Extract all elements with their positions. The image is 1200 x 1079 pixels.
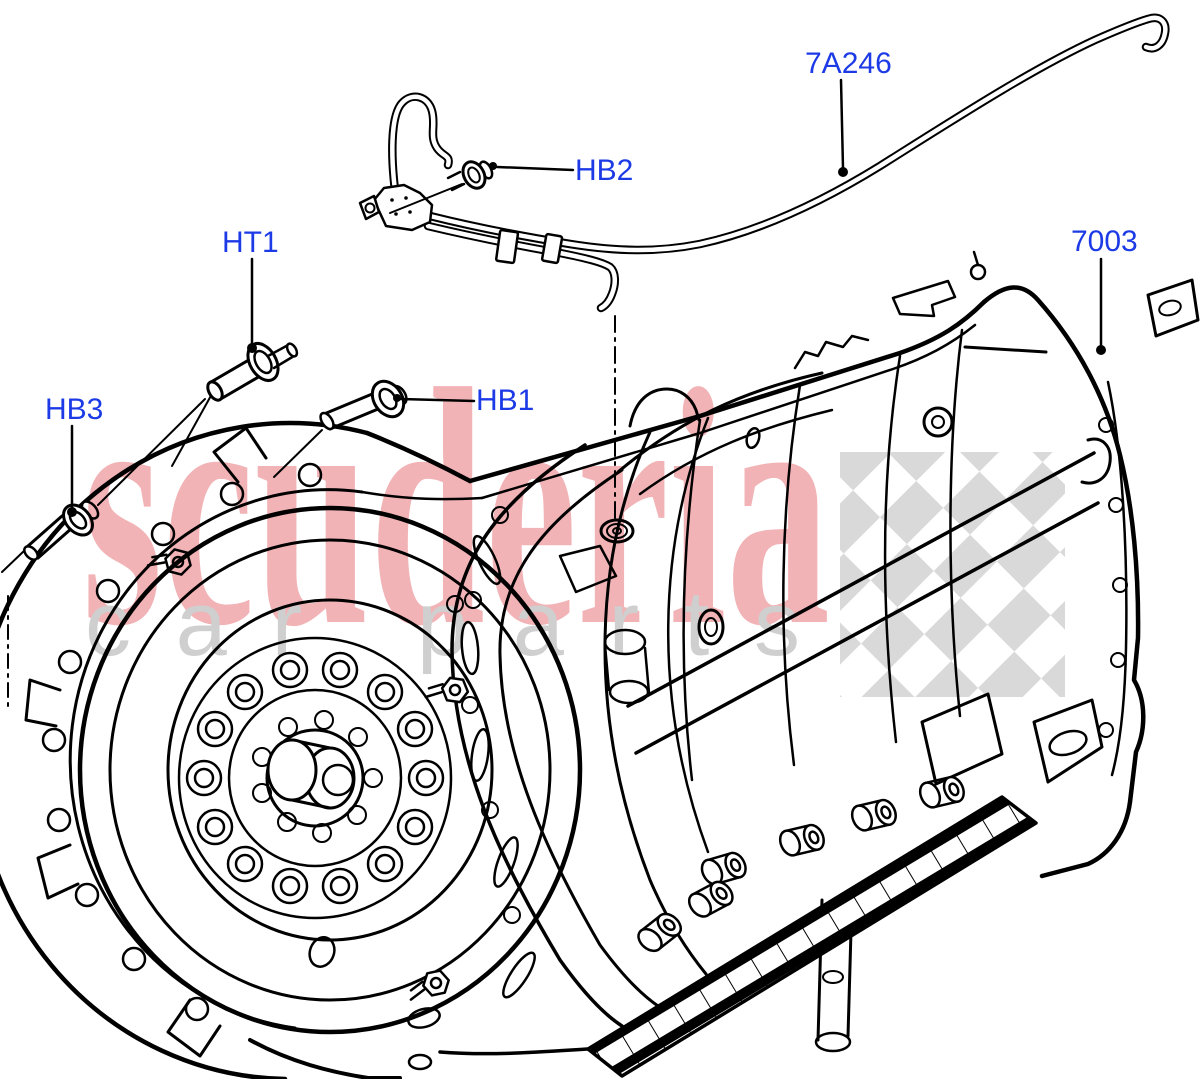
part-label-HB1[interactable]: HB1 bbox=[476, 384, 535, 417]
part-label-7003[interactable]: 7003 bbox=[1071, 225, 1138, 258]
adapter-plate bbox=[405, 416, 761, 1028]
fluid-filler-tube bbox=[425, 13, 1170, 255]
gearbox-case bbox=[467, 250, 1200, 1078]
flexplate bbox=[77, 505, 583, 1035]
part-label-7A246[interactable]: 7A246 bbox=[805, 47, 892, 80]
part-label-HB2[interactable]: HB2 bbox=[575, 154, 634, 187]
dipstick-tube-assembly bbox=[358, 13, 1170, 521]
tube-clamp bbox=[540, 232, 564, 265]
oil-pan-hatched-edge bbox=[586, 795, 1038, 1078]
part-label-HB3[interactable]: HB3 bbox=[45, 393, 104, 426]
leader-lines bbox=[67, 78, 1106, 517]
bell-housing-outline bbox=[0, 420, 590, 1079]
ht1-stud bbox=[171, 342, 299, 467]
tube-clamp bbox=[495, 228, 520, 265]
part-label-HT1[interactable]: HT1 bbox=[222, 226, 279, 259]
hb2-bolt bbox=[389, 160, 494, 214]
